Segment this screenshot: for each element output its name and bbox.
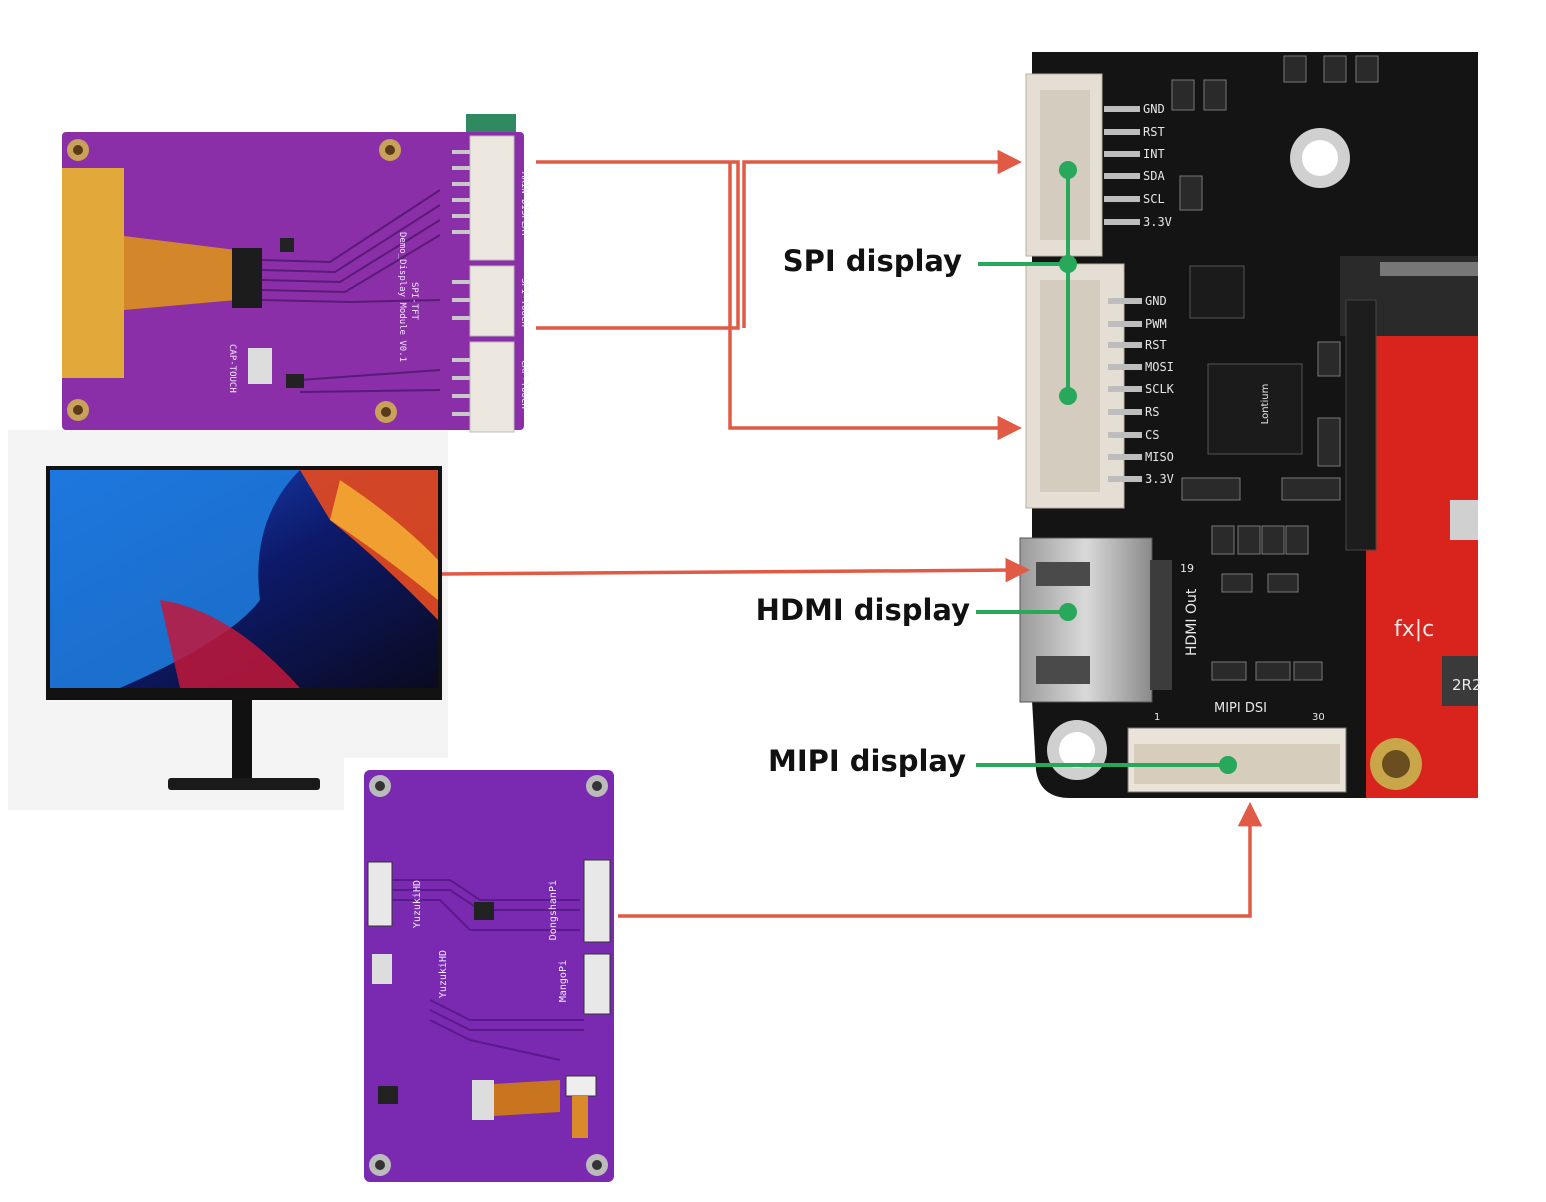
fpc-connector [232,248,262,308]
spi-module-bus [536,160,740,330]
red-board-logo: fx|c [1394,617,1434,642]
small-connector [372,954,392,984]
pin-label: RST [1145,338,1167,352]
card-slot-pins [1380,262,1478,276]
flex-tail [572,1096,588,1138]
mipi-module-pcb [364,770,614,1182]
wallpaper-red [160,600,300,688]
spi-touch-silk: SPI-TOUCH [519,278,529,327]
cap-touch-side-silk: CAP-TOUCH [227,344,237,393]
pcb-traces [261,189,441,393]
pin-label: MOSI [1145,360,1174,374]
dongshanpi-silk: DongshanPi [548,880,559,940]
mipi-pin-start: 1 [1154,712,1160,723]
chip-silk: Lontium [1260,384,1271,425]
pin-label: CS [1145,428,1159,442]
mipi-display-module: YuzukiHD DongshanPi YuzukiHD MangoPi [344,758,634,1198]
main-board: 2R2 fx|c GND RST INT SDA SCL 3.3V G [1019,52,1482,798]
spi-touch-connector [469,265,515,337]
card-slot-rail [1345,299,1377,551]
header-top-pins [1104,106,1140,225]
smd-part [286,374,304,388]
small-ic [1189,265,1245,319]
mipi-display-label: MIPI display [768,744,966,778]
yuzukihd-silk-1: YuzukiHD [412,880,423,928]
cap-touch-connector [248,348,272,384]
pin-label: GND [1145,294,1167,308]
spi-touch-arrow [742,149,1023,328]
spi-display-module: MAIN DISPLAY SPI-TOUCH CAP-TOUCH Demo_Di… [62,114,529,433]
inductor [1442,656,1478,706]
mangopi-silk: MangoPi [558,960,569,1002]
wallpaper-wave [50,470,300,688]
red-board-silk: 2R2 [1452,676,1482,694]
flex-connector [565,1075,597,1097]
connection-arrows [441,149,1263,918]
mipi-dsi-silk: MIPI DSI [1214,701,1267,716]
hdmi-port-latch [1036,562,1090,586]
inductor [474,902,494,920]
monitor-stand [232,700,252,780]
pin-label: 3.3V [1145,472,1174,486]
main-display-silk: MAIN DISPLAY [519,172,529,238]
pin-label: SCL [1143,192,1165,206]
pin-label: SCLK [1145,382,1175,396]
wallpaper-accent [330,480,438,600]
spi-marker [978,161,1077,405]
mipi-arrow [618,801,1263,918]
hdmi-pin-number: 19 [1180,562,1194,575]
pin-label: SDA [1143,169,1165,183]
module-title-silk: Demo_Display Module V0.1 [397,232,407,362]
spi-display-label: SPI display [783,244,962,278]
smd-part [280,238,294,252]
flex-cable [124,236,236,310]
cap-touch-silk: CAP-TOUCH [519,360,529,409]
header-top-pin-labels: GND RST INT SDA SCL 3.3V [1143,102,1172,229]
fpc-connector-right-top [583,859,611,943]
smd-part [1450,500,1478,540]
smd-components [1171,55,1379,681]
pin-label: GND [1143,102,1165,116]
fpc-connector-right-bottom [583,953,611,1015]
hdmi-display-label: HDMI display [756,593,970,627]
spi-tft-silk: SPI-TFT [409,282,419,321]
mipi-pin-end: 30 [1312,712,1325,723]
pcb-traces [392,879,584,1061]
mipi-marker [976,756,1237,774]
pin-label: MISO [1145,450,1174,464]
cap-touch-socket [469,341,515,433]
mounting-hole-icon [67,139,401,423]
hdmi-port-latch [1036,656,1090,684]
hdmi-monitor [8,430,448,810]
hdmi-bridge-chip [1207,363,1303,455]
header-bottom-pin-labels: GND PWM RST MOSI SCLK RS CS MISO 3.3V [1145,294,1175,486]
lcd-flex-panel [62,168,124,378]
pin-label: 3.3V [1143,215,1172,229]
yuzukihd-silk-2: YuzukiHD [438,950,449,998]
spi-display-arrow [728,162,1023,441]
main-display-connector [469,135,515,261]
hdmi-out-silk: HDMI Out [1184,588,1200,656]
fpc-connector-left [367,861,393,927]
hdmi-marker [976,603,1077,621]
monitor-base [168,778,320,790]
pin-label: RS [1145,405,1159,419]
pin-label: RST [1143,125,1165,139]
hdmi-pins [1150,560,1172,690]
smd-part [378,1086,398,1104]
hdmi-arrow [441,557,1031,583]
pin-label: PWM [1145,317,1167,331]
header-bottom-pins [1108,298,1142,482]
pin-label: INT [1143,147,1165,161]
mounting-hole-icon [369,775,608,1176]
connector-pins [452,150,470,416]
fpc-socket [472,1080,494,1120]
red-expansion-board [1366,336,1478,798]
flex-cable [494,1080,560,1116]
